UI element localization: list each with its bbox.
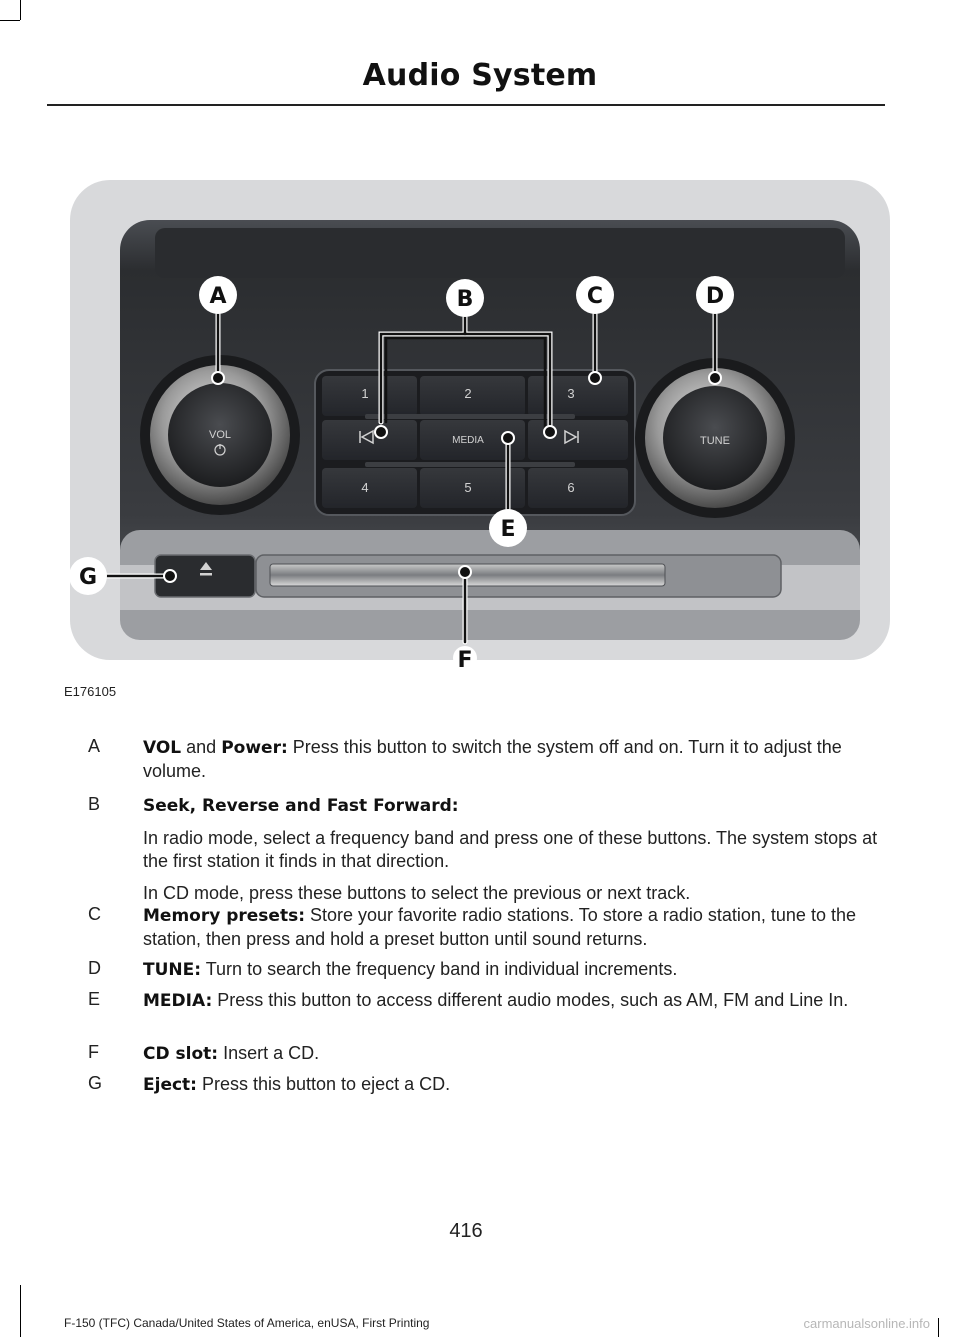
definition-joiner: and [181, 737, 222, 757]
callout-g: G [69, 557, 107, 595]
definition-text: Press this button to switch the system o… [143, 737, 842, 781]
vol-knob-label: VOL [209, 429, 231, 441]
definition-letter: C [88, 904, 101, 924]
definition-letter: E [88, 989, 101, 1009]
definition-text: In CD mode, press these buttons to selec… [143, 883, 691, 903]
definition-text: Insert a CD. [218, 1043, 320, 1063]
definition-letter: B [88, 794, 101, 814]
crop-mark [20, 1285, 21, 1337]
callout-e: E [489, 509, 527, 547]
definition-term: Memory presets: [143, 906, 305, 926]
svg-text:C: C [587, 284, 603, 309]
definition-term: Eject: [143, 1075, 197, 1095]
tune-knob-label: TUNE [700, 435, 730, 447]
callout-d: D [696, 276, 734, 314]
definition-letter: A [88, 736, 101, 756]
definition-term: Power: [221, 738, 288, 758]
definition-text: Turn to search the frequency band in ind… [201, 959, 678, 979]
definition-letter: F [88, 1042, 99, 1062]
audio-unit-figure: 1 2 3 4 5 6 MEDIA VOL TUNE [60, 180, 890, 670]
definition-text: Press this button to eject a CD. [196, 1074, 451, 1094]
preset-4-label: 4 [361, 480, 368, 495]
eject-icon [200, 562, 212, 576]
seek-back-icon [359, 429, 374, 445]
preset-1-label: 1 [361, 386, 368, 401]
watermark: carmanualsonline.info [803, 1316, 930, 1331]
svg-text:B: B [457, 287, 474, 312]
callout-a: A [199, 276, 237, 314]
preset-5-label: 5 [464, 480, 471, 495]
definition-text: In radio mode, select a frequency band a… [143, 828, 878, 871]
definition-letter: D [88, 958, 101, 978]
definition-text: Press this button to access different au… [212, 990, 849, 1010]
definition-term: TUNE: [143, 960, 202, 980]
page-number: 416 [449, 1220, 483, 1242]
definition-text: Store your favorite radio stations. To s… [143, 905, 856, 949]
page-title: Audio System [362, 58, 598, 93]
crop-mark [938, 1318, 939, 1337]
definition-term: MEDIA: [143, 991, 213, 1011]
figure-code: E176105 [64, 684, 117, 699]
svg-text:G: G [79, 565, 97, 590]
crop-mark [20, 0, 21, 20]
audio-panel-illustration: 1 2 3 4 5 6 MEDIA VOL TUNE [69, 180, 890, 670]
seek-forward-icon [564, 429, 579, 445]
svg-text:A: A [209, 284, 226, 309]
callout-c: C [576, 276, 614, 314]
power-icon [214, 444, 226, 456]
crop-mark [0, 20, 20, 21]
callout-b: B [446, 279, 484, 317]
svg-text:F: F [457, 648, 472, 670]
preset-2-label: 2 [464, 386, 471, 401]
svg-text:E: E [500, 517, 515, 542]
callout-f: F [453, 646, 477, 670]
preset-6-label: 6 [567, 480, 574, 495]
footer-text: F-150 (TFC) Canada/United States of Amer… [64, 1316, 430, 1330]
definition-letter: G [88, 1073, 103, 1093]
svg-text:D: D [706, 284, 724, 309]
definition-term: VOL [143, 738, 182, 758]
header-rule [47, 104, 885, 106]
definition-term: Seek, Reverse and Fast Forward: [143, 796, 459, 816]
media-button-label: MEDIA [452, 435, 484, 446]
definition-term: CD slot: [143, 1044, 219, 1064]
preset-3-label: 3 [567, 386, 574, 401]
